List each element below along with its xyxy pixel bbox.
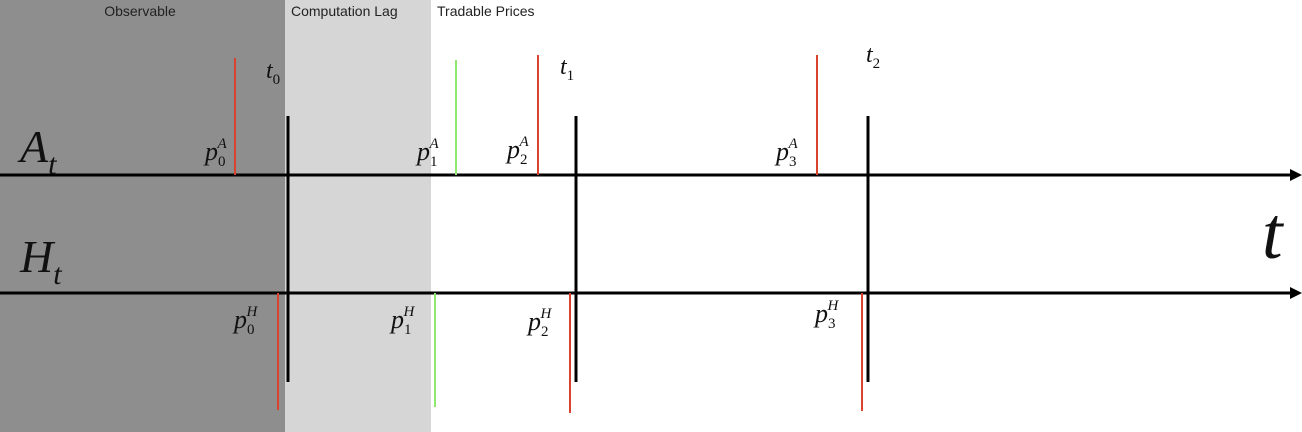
price-h1-label: p1H: [389, 304, 416, 338]
price-a1-label: p1A: [415, 136, 440, 170]
h-axis-arrowhead: [1290, 287, 1302, 299]
computation-lag-region: [285, 0, 431, 432]
price-a2-label: p2A: [505, 134, 530, 168]
price-a3-label: p3A: [774, 136, 799, 170]
a-axis-label: At: [17, 121, 57, 181]
h-axis-label: Ht: [19, 231, 62, 291]
observable-region: [0, 0, 285, 432]
a-axis-arrowhead: [1290, 169, 1302, 181]
price-a0-label: p0A: [203, 136, 228, 170]
observable-label: Observable: [104, 3, 176, 19]
t2-label: t2: [866, 42, 880, 72]
price-h2-label: p2H: [526, 306, 553, 340]
tradable-prices-label: Tradable Prices: [437, 3, 535, 19]
computation-lag-label: Computation Lag: [291, 3, 398, 19]
price-h3-label: p3H: [813, 298, 840, 332]
t1-label: t1: [560, 54, 574, 84]
price-h0-label: p0H: [232, 304, 259, 338]
time-axis-label: t: [1262, 193, 1285, 275]
t0-label: t0: [266, 58, 280, 88]
